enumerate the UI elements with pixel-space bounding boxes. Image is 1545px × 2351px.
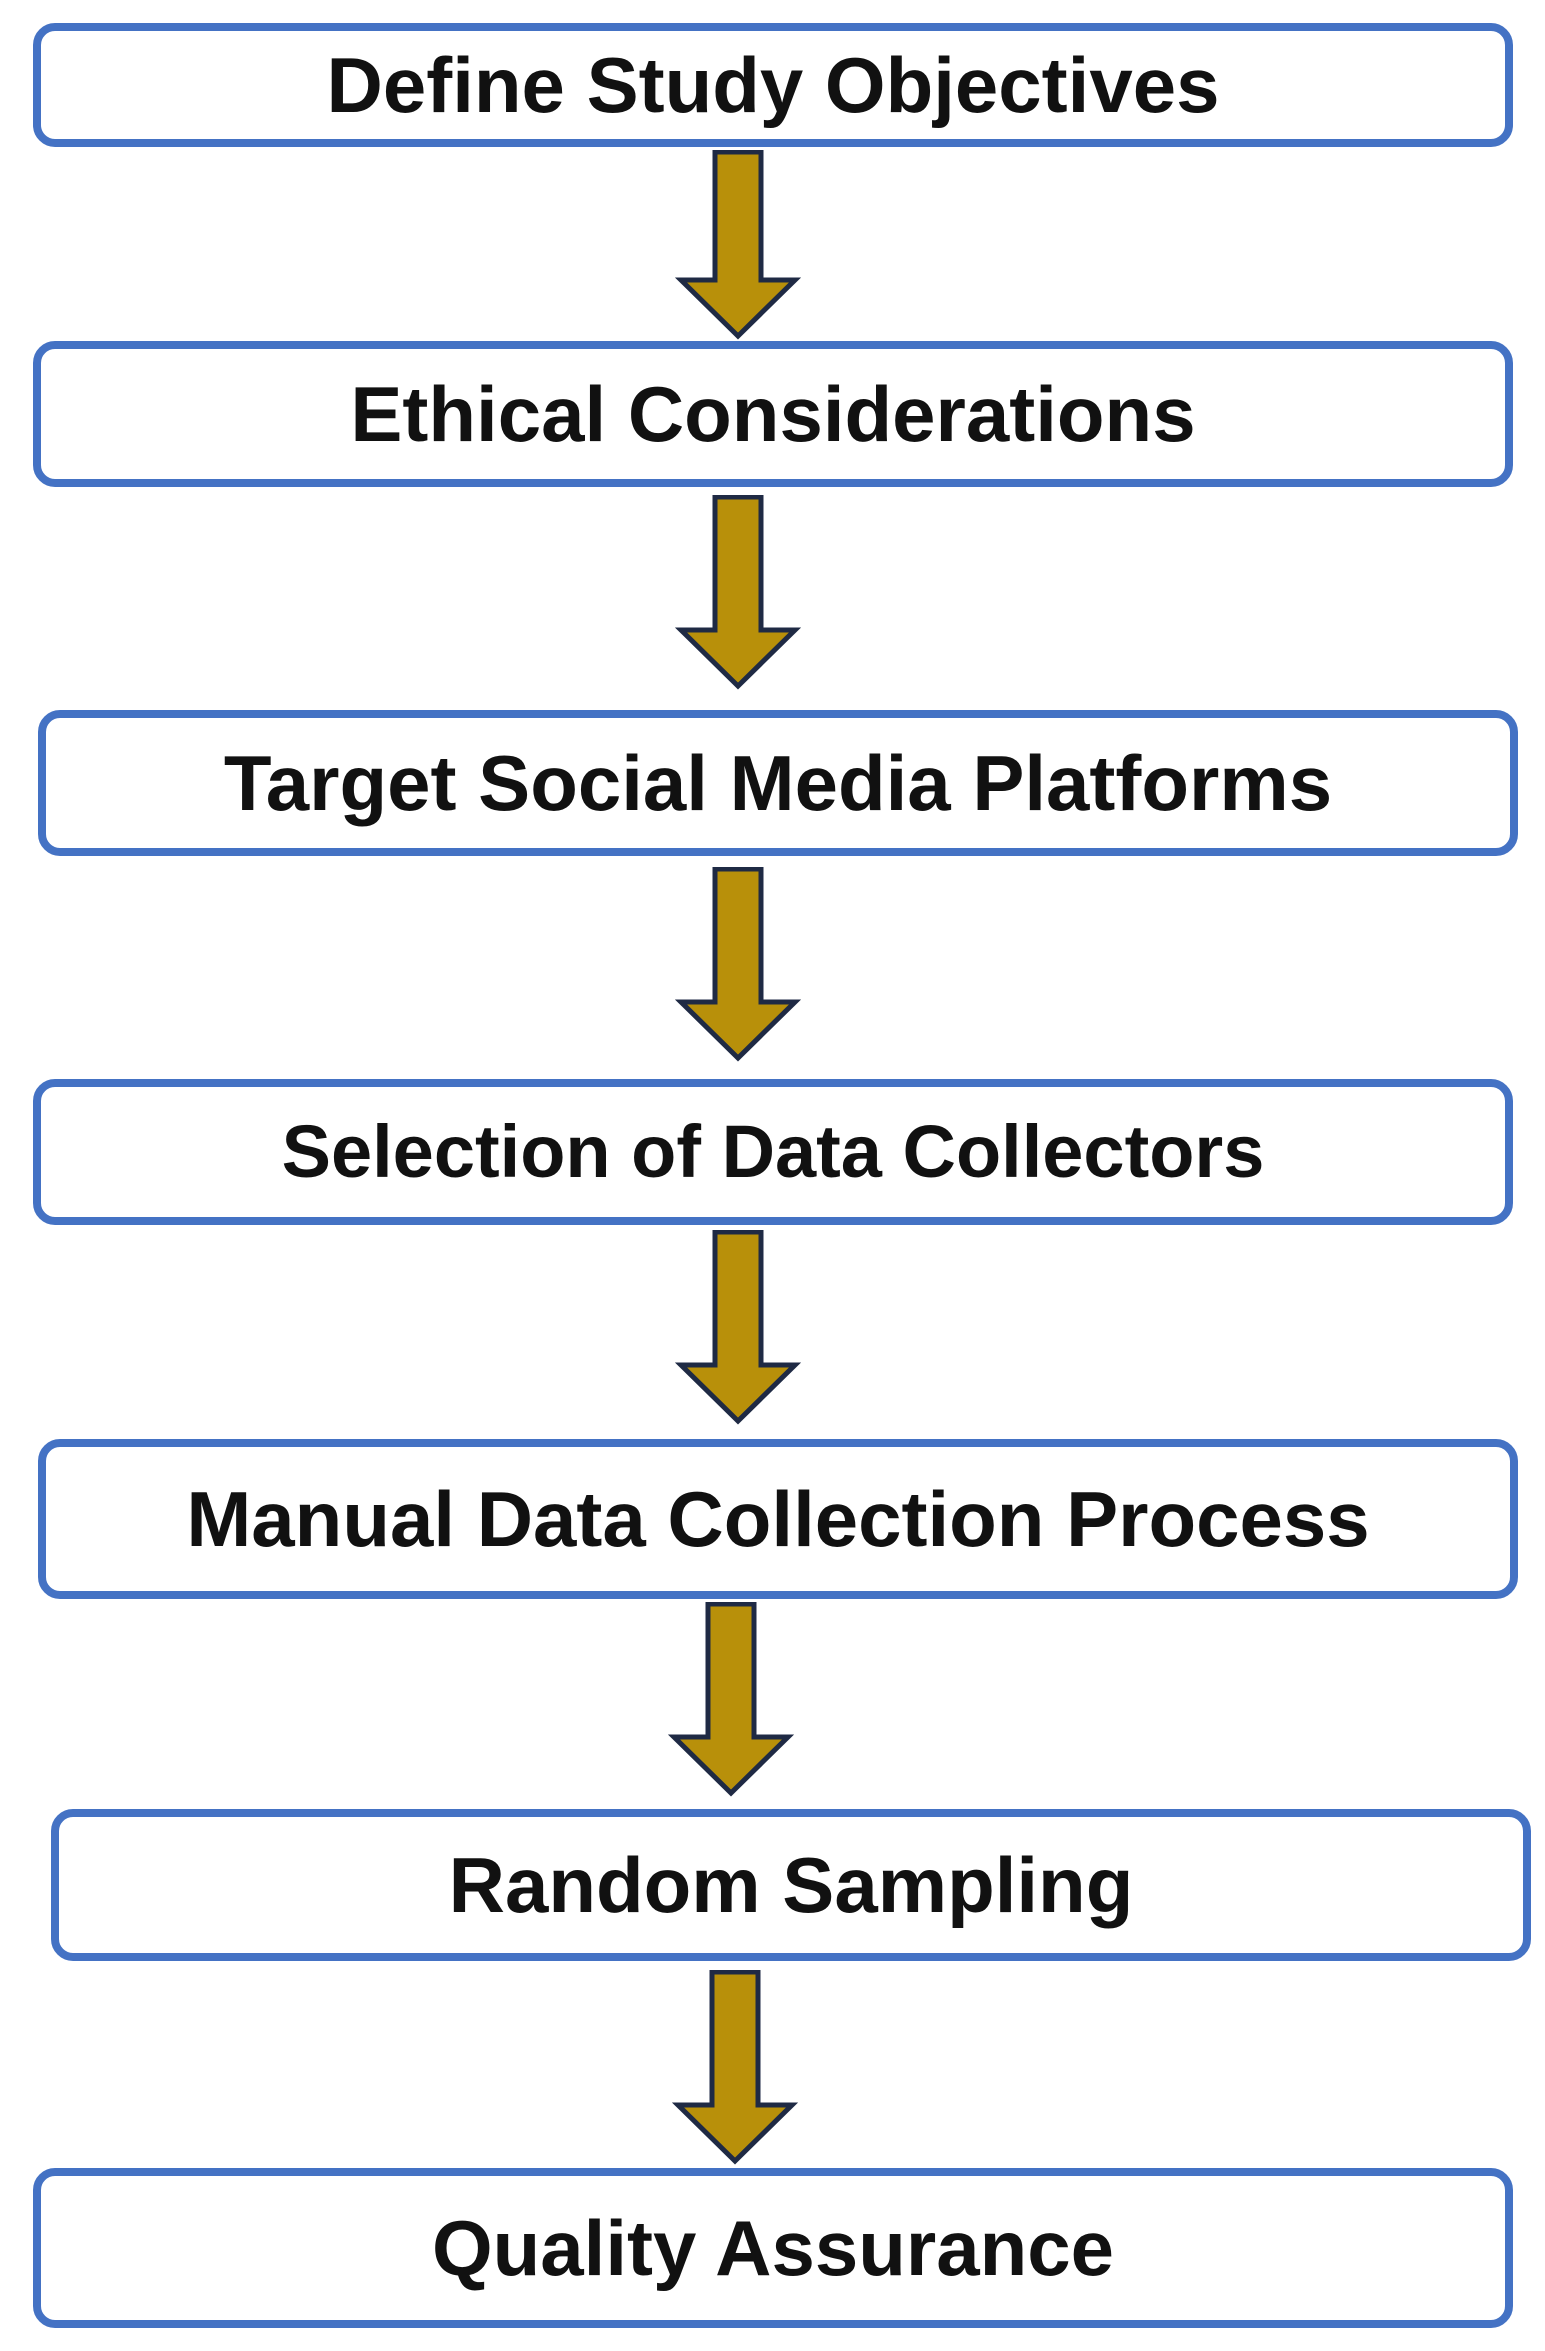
down-arrow-icon bbox=[675, 867, 801, 1062]
down-arrow-icon bbox=[675, 495, 801, 690]
down-arrow-icon bbox=[672, 1970, 798, 2165]
down-arrow-icon bbox=[675, 150, 801, 340]
step-selection-of-data-collectors: Selection of Data Collectors bbox=[33, 1079, 1513, 1225]
step-label: Selection of Data Collectors bbox=[281, 1110, 1265, 1193]
step-label: Quality Assurance bbox=[431, 2204, 1115, 2292]
step-quality-assurance: Quality Assurance bbox=[33, 2168, 1513, 2328]
step-target-social-media-platforms: Target Social Media Platforms bbox=[38, 710, 1518, 856]
step-label: Manual Data Collection Process bbox=[186, 1475, 1370, 1563]
step-label: Ethical Considerations bbox=[350, 370, 1196, 458]
step-label: Random Sampling bbox=[448, 1841, 1134, 1929]
down-arrow-icon bbox=[675, 1230, 801, 1425]
step-ethical-considerations: Ethical Considerations bbox=[33, 341, 1513, 487]
step-random-sampling: Random Sampling bbox=[51, 1809, 1531, 1961]
step-manual-data-collection-process: Manual Data Collection Process bbox=[38, 1439, 1518, 1599]
step-label: Define Study Objectives bbox=[326, 41, 1220, 129]
step-define-study-objectives: Define Study Objectives bbox=[33, 23, 1513, 147]
step-label: Target Social Media Platforms bbox=[223, 739, 1333, 827]
down-arrow-icon bbox=[668, 1602, 794, 1797]
